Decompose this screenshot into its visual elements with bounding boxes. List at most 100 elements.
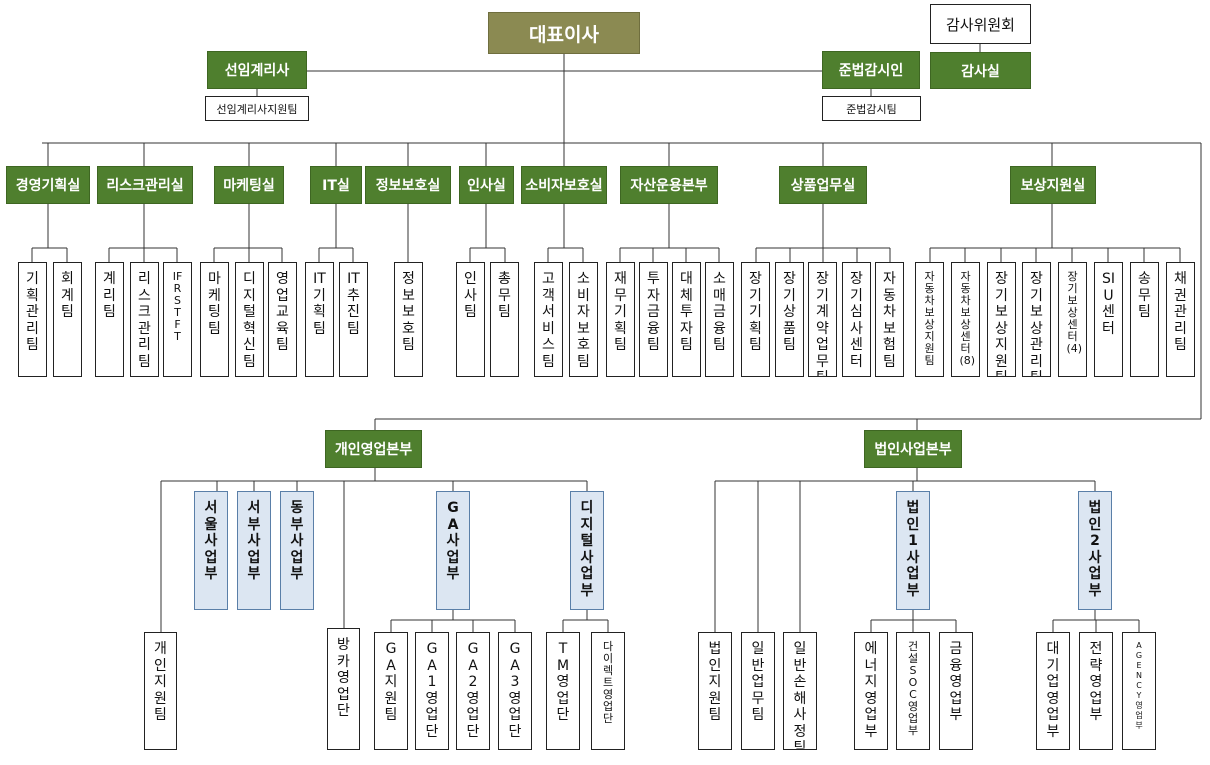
- team-label: 법인지원팀: [708, 641, 722, 723]
- team-box: GA1영업단: [415, 632, 449, 750]
- dept-box: 상품업무실: [779, 166, 867, 204]
- team-box: 소비자보호팀: [569, 262, 598, 377]
- team-label: 개인지원팀: [154, 641, 167, 723]
- team-box: 건설SOC영업부: [896, 632, 930, 750]
- team-box: 기획관리팀: [18, 262, 47, 377]
- team-box: 자동차보상지원팀: [915, 262, 944, 377]
- audit-committee-box: 감사위원회: [930, 4, 1031, 44]
- team-label: 마케팅팀: [208, 271, 221, 337]
- business-unit-label: 법인1사업부: [906, 500, 920, 599]
- team-label: GA2영업단: [466, 641, 480, 740]
- dept-label: 소비자보호실: [525, 178, 603, 194]
- team-box: 채권관리팀: [1166, 262, 1195, 377]
- team-box: 다이렉트영업단: [591, 632, 625, 750]
- team-label: AGENCY영업부: [1135, 641, 1143, 730]
- team-box: 계리팀: [95, 262, 124, 377]
- team-box: TM영업단: [546, 632, 580, 750]
- team-box: IT기획팀: [305, 262, 334, 377]
- personal-sales-box: 개인영업본부: [325, 430, 422, 468]
- team-label: 전략영업부: [1089, 641, 1103, 723]
- team-box: 장기보상지원팀: [987, 262, 1016, 377]
- team-box: 투자금융팀: [639, 262, 668, 377]
- dept-label: 인사실: [467, 178, 506, 194]
- dept-label: 보상지원실: [1020, 178, 1086, 194]
- dept-label: 경영기획실: [15, 178, 81, 194]
- team-box: 영업교육팀: [268, 262, 297, 377]
- team-box: 마케팅팀: [200, 262, 229, 377]
- dept-box: 소비자보호실: [521, 166, 607, 204]
- team-box: 자동차보상센터(8): [951, 262, 980, 377]
- team-label: 건설SOC영업부: [907, 640, 919, 737]
- compliance-team-label: 준법감시팀: [846, 102, 897, 116]
- appointed-actuary-team-label: 선임계리사지원팀: [216, 102, 298, 116]
- compliance-officer-label: 준법감시인: [838, 63, 904, 79]
- team-label: 방카영업단: [337, 637, 350, 719]
- team-box: IT추진팀: [339, 262, 368, 377]
- team-label: 정보보호팀: [402, 271, 415, 353]
- team-label: 대체투자팀: [680, 271, 693, 353]
- dept-label: 리스크관리실: [106, 178, 184, 194]
- team-label: IT기획팀: [313, 271, 326, 337]
- corporate-sales-box: 법인사업본부: [864, 430, 962, 468]
- dept-label: 정보보호실: [375, 178, 441, 194]
- team-box: 금융영업부: [939, 632, 973, 750]
- team-box: GA2영업단: [456, 632, 490, 750]
- team-box: 고객서비스팀: [534, 262, 563, 377]
- team-box: 정보보호팀: [394, 262, 423, 377]
- team-label: 대기업영업부: [1046, 641, 1060, 740]
- team-box: GA지원팀: [374, 632, 408, 750]
- team-box: 송무팀: [1130, 262, 1159, 377]
- team-box: 장기기획팀: [741, 262, 770, 377]
- business-unit-label: 디지털사업부: [580, 500, 594, 599]
- team-box: 총무팀: [490, 262, 519, 377]
- audit-committee-label: 감사위원회: [945, 15, 1015, 34]
- team-box: 전략영업부: [1079, 632, 1113, 750]
- team-label: 재무기획팀: [614, 271, 627, 353]
- team-label: 일반업무팀: [751, 641, 765, 723]
- business-unit-label: 서부사업부: [247, 500, 261, 582]
- team-label: GA1영업단: [425, 641, 439, 740]
- team-label: 인사팀: [464, 271, 477, 320]
- team-box: 개인지원팀: [144, 632, 177, 750]
- corporate-sales-label: 법인사업본부: [874, 442, 952, 458]
- business-unit-label: GA사업부: [446, 500, 460, 582]
- team-label: 계리팀: [103, 271, 116, 320]
- team-box: 장기보상관리팀: [1022, 262, 1051, 377]
- business-unit-box: GA사업부: [436, 491, 470, 610]
- team-label: 총무팀: [498, 271, 511, 320]
- team-box: 장기상품팀: [775, 262, 804, 377]
- dept-label: 마케팅실: [223, 178, 275, 194]
- business-unit-box: 서부사업부: [237, 491, 271, 610]
- team-label: 장기계약업무팀: [816, 271, 829, 376]
- team-label: 자동차보험팀: [883, 271, 896, 370]
- team-label: 소비자보호팀: [577, 271, 590, 370]
- compliance-team-box: 준법감시팀: [822, 96, 921, 121]
- team-box: 방카영업단: [327, 628, 360, 750]
- team-box: SIU센터: [1094, 262, 1123, 377]
- dept-box: 인사실: [459, 166, 514, 204]
- team-label: GA3영업단: [508, 641, 522, 740]
- business-unit-box: 서울사업부: [194, 491, 228, 610]
- team-box: 대기업영업부: [1036, 632, 1070, 750]
- team-label: 영업교육팀: [276, 271, 289, 353]
- team-box: AGENCY영업부: [1122, 632, 1156, 750]
- team-box: 대체투자팀: [672, 262, 701, 377]
- dept-box: 정보보호실: [365, 166, 451, 204]
- team-label: 장기심사센터: [850, 271, 863, 370]
- dept-box: 리스크관리실: [97, 166, 193, 204]
- team-box: 장기심사센터: [842, 262, 871, 377]
- team-label: 채권관리팀: [1174, 271, 1187, 353]
- team-box: 디지털혁신팀: [235, 262, 264, 377]
- dept-box: 마케팅실: [214, 166, 284, 204]
- team-label: 리스크관리팀: [138, 271, 151, 370]
- team-label: 자동차보상지원팀: [924, 270, 935, 367]
- team-box: GA3영업단: [498, 632, 532, 750]
- team-label: 장기보상센터(4): [1066, 270, 1083, 355]
- team-label: 디지털혁신팀: [243, 271, 256, 370]
- business-unit-box: 디지털사업부: [570, 491, 604, 610]
- dept-box: IT실: [310, 166, 362, 204]
- business-unit-label: 법인2사업부: [1088, 500, 1102, 599]
- dept-label: 자산운용본부: [630, 178, 708, 194]
- dept-box: 경영기획실: [6, 166, 90, 204]
- team-label: 장기보상관리팀: [1030, 271, 1043, 376]
